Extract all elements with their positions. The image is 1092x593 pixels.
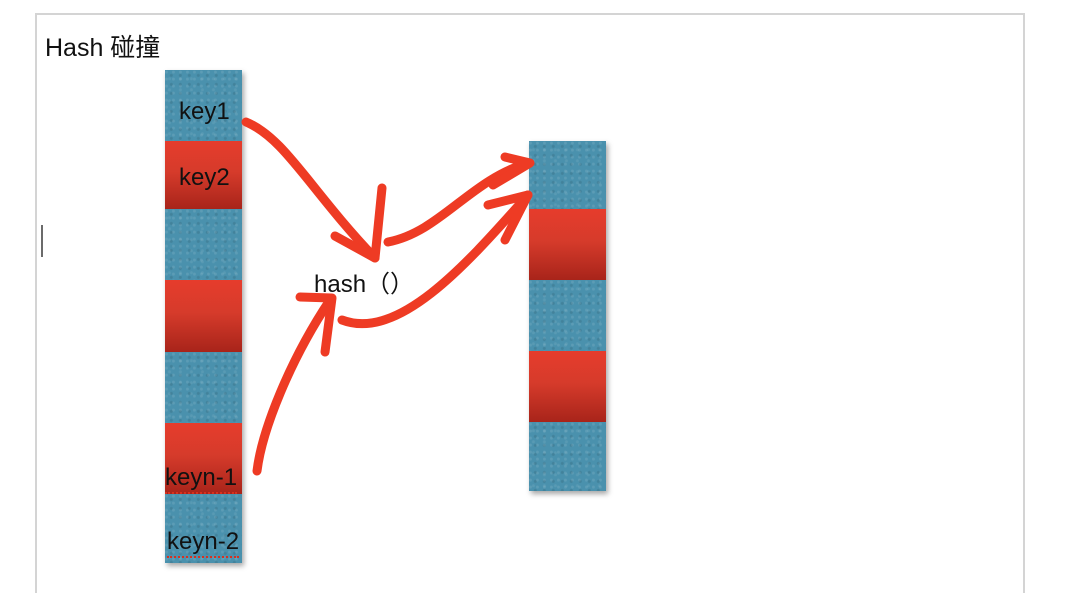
- left-cell-blue: [165, 494, 242, 563]
- label-keyn-1: keyn-1: [165, 464, 238, 494]
- right-cell-blue: [529, 422, 606, 491]
- left-cell-blue: [165, 352, 242, 423]
- label-key1: key1: [179, 98, 230, 125]
- left-cell-red: [165, 141, 242, 209]
- hash-function-label: hash（）: [314, 271, 415, 298]
- right-cell-blue: [529, 280, 606, 351]
- right-cell-blue: [529, 141, 606, 209]
- label-keyn-2: keyn-2: [167, 528, 240, 558]
- left-cell-red: [165, 423, 242, 494]
- left-cell-blue: [165, 209, 242, 280]
- label-key2: key2: [179, 164, 230, 191]
- left-cell-blue: [165, 70, 242, 141]
- page: Hash 碰撞 key1 key2 keyn-1 keyn-2 hash（）: [35, 13, 1025, 593]
- text-cursor: [41, 225, 43, 257]
- right-column: [529, 141, 606, 491]
- left-column: [165, 70, 242, 563]
- right-cell-red: [529, 351, 606, 422]
- left-cell-red: [165, 280, 242, 352]
- document-title: Hash 碰撞: [45, 34, 161, 62]
- right-cell-red: [529, 209, 606, 280]
